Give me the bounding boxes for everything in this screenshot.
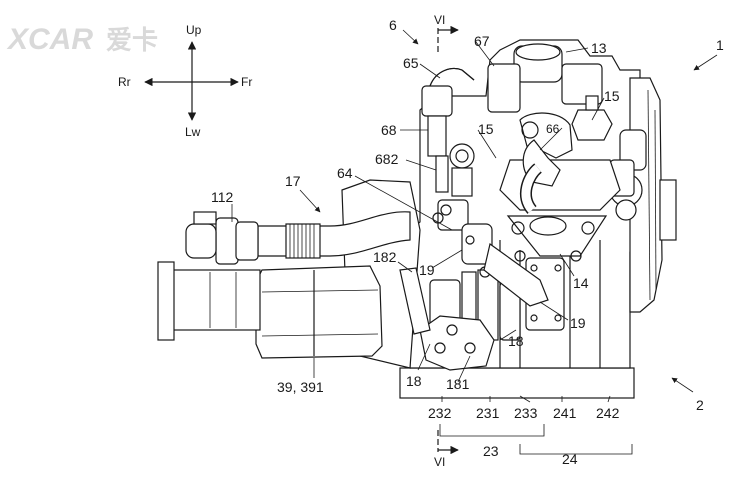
label-39-391: 39, 391 xyxy=(277,379,324,395)
section-marker-bottom: VI xyxy=(434,430,459,469)
dir-down-label: Lw xyxy=(185,125,201,139)
label-2: 2 xyxy=(696,397,704,413)
direction-compass: Up Lw Rr Fr xyxy=(118,23,252,139)
section-top-label: VI xyxy=(434,13,445,27)
part-labels: 6 67 13 1 65 15 15 66 68 682 64 17 112 1… xyxy=(211,17,724,467)
label-65: 65 xyxy=(403,55,419,71)
label-682: 682 xyxy=(375,151,399,167)
label-14: 14 xyxy=(573,275,589,291)
label-19-right: 19 xyxy=(570,315,586,331)
label-1: 1 xyxy=(716,37,724,53)
dir-front-label: Fr xyxy=(241,75,252,89)
label-17: 17 xyxy=(285,173,301,189)
label-66: 66 xyxy=(546,122,560,136)
bellows xyxy=(285,223,321,259)
label-233: 233 xyxy=(514,405,538,421)
label-68: 68 xyxy=(381,122,397,138)
label-112: 112 xyxy=(211,189,234,205)
section-marker-top: VI xyxy=(434,13,459,52)
label-23: 23 xyxy=(483,443,499,459)
label-19-left: 19 xyxy=(419,262,435,278)
dir-up-label: Up xyxy=(186,23,202,37)
logo-suffix: 爱卡 xyxy=(106,25,158,55)
xcar-logo: XCAR 爱卡 xyxy=(6,23,158,56)
label-241: 241 xyxy=(553,405,577,421)
label-18-right: 18 xyxy=(508,333,524,349)
label-182: 182 xyxy=(373,249,397,265)
engine-body xyxy=(399,39,677,399)
leader-lines xyxy=(231,29,718,455)
label-15-right: 15 xyxy=(604,88,620,104)
label-232: 232 xyxy=(428,405,452,421)
exhaust-system xyxy=(157,179,431,369)
label-64: 64 xyxy=(337,165,353,181)
label-6: 6 xyxy=(389,17,397,33)
label-242: 242 xyxy=(596,405,620,421)
label-231: 231 xyxy=(476,405,500,421)
section-bottom-label: VI xyxy=(434,455,445,469)
logo-text: XCAR xyxy=(6,23,93,56)
label-67: 67 xyxy=(474,33,490,49)
label-18-left: 18 xyxy=(406,373,422,389)
label-15-left: 15 xyxy=(478,121,494,137)
label-24: 24 xyxy=(562,451,578,467)
label-181: 181 xyxy=(446,376,470,392)
dir-rear-label: Rr xyxy=(118,75,131,89)
label-13: 13 xyxy=(591,40,607,56)
